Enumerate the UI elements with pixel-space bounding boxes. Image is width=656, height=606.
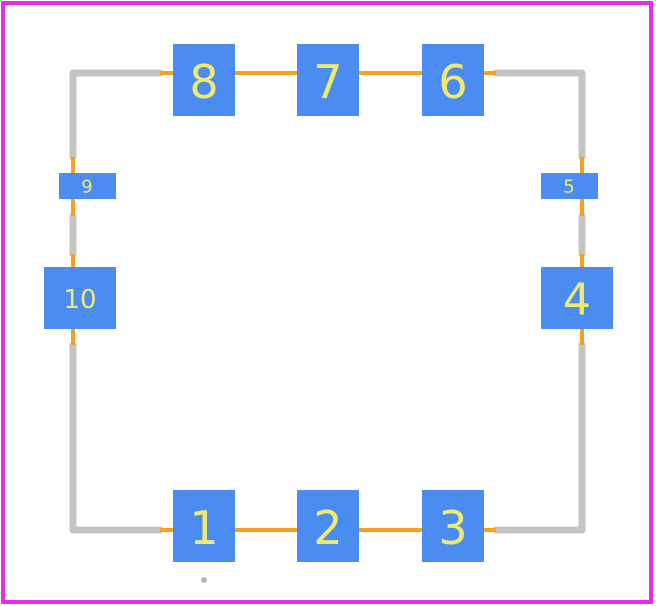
pad-7-label: 7: [313, 55, 342, 109]
pad-8-label: 8: [189, 55, 218, 109]
pad-2[interactable]: 2: [297, 490, 359, 562]
pad-2-shape: [297, 490, 359, 562]
pad-8-shape: [173, 44, 235, 116]
pad-7[interactable]: 7: [297, 44, 359, 116]
pad-4-label: 4: [563, 275, 591, 326]
pad-8[interactable]: 8: [173, 44, 235, 116]
pad-3[interactable]: 3: [422, 490, 484, 562]
pad-10-shape: [44, 267, 116, 329]
pad-1-shape: [173, 490, 235, 562]
silkscreen-outline: [69, 69, 586, 534]
silkscreen-top-right: [492, 69, 586, 161]
pad-3-shape: [422, 490, 484, 562]
pad-5[interactable]: 5: [541, 173, 598, 199]
pad-6-shape: [422, 44, 484, 116]
pad-5-shape: [541, 173, 598, 199]
pad-5-label: 5: [563, 177, 574, 198]
pad-7-shape: [297, 44, 359, 116]
silkscreen-left-bottom: [69, 341, 164, 534]
pad-1[interactable]: 1: [173, 490, 235, 562]
pad-2-label: 2: [313, 501, 342, 555]
pad-9-shape: [59, 173, 116, 199]
pad-10[interactable]: 10: [44, 267, 116, 329]
pads: 1 2 3 4 5 6 7 8: [44, 44, 613, 562]
silkscreen-right-bottom: [492, 341, 586, 534]
pad-1-label: 1: [189, 501, 218, 555]
traces: [71, 71, 584, 532]
silkscreen-top-left: [69, 69, 164, 161]
pad-9[interactable]: 9: [59, 173, 116, 199]
pin1-marker-dot: [201, 577, 207, 583]
pad-3-label: 3: [438, 501, 467, 555]
pad-9-label: 9: [81, 177, 92, 198]
pad-6[interactable]: 6: [422, 44, 484, 116]
pad-6-label: 6: [438, 55, 467, 109]
pad-10-label: 10: [63, 285, 96, 315]
pad-4-shape: [541, 267, 613, 329]
pad-4[interactable]: 4: [541, 267, 613, 329]
